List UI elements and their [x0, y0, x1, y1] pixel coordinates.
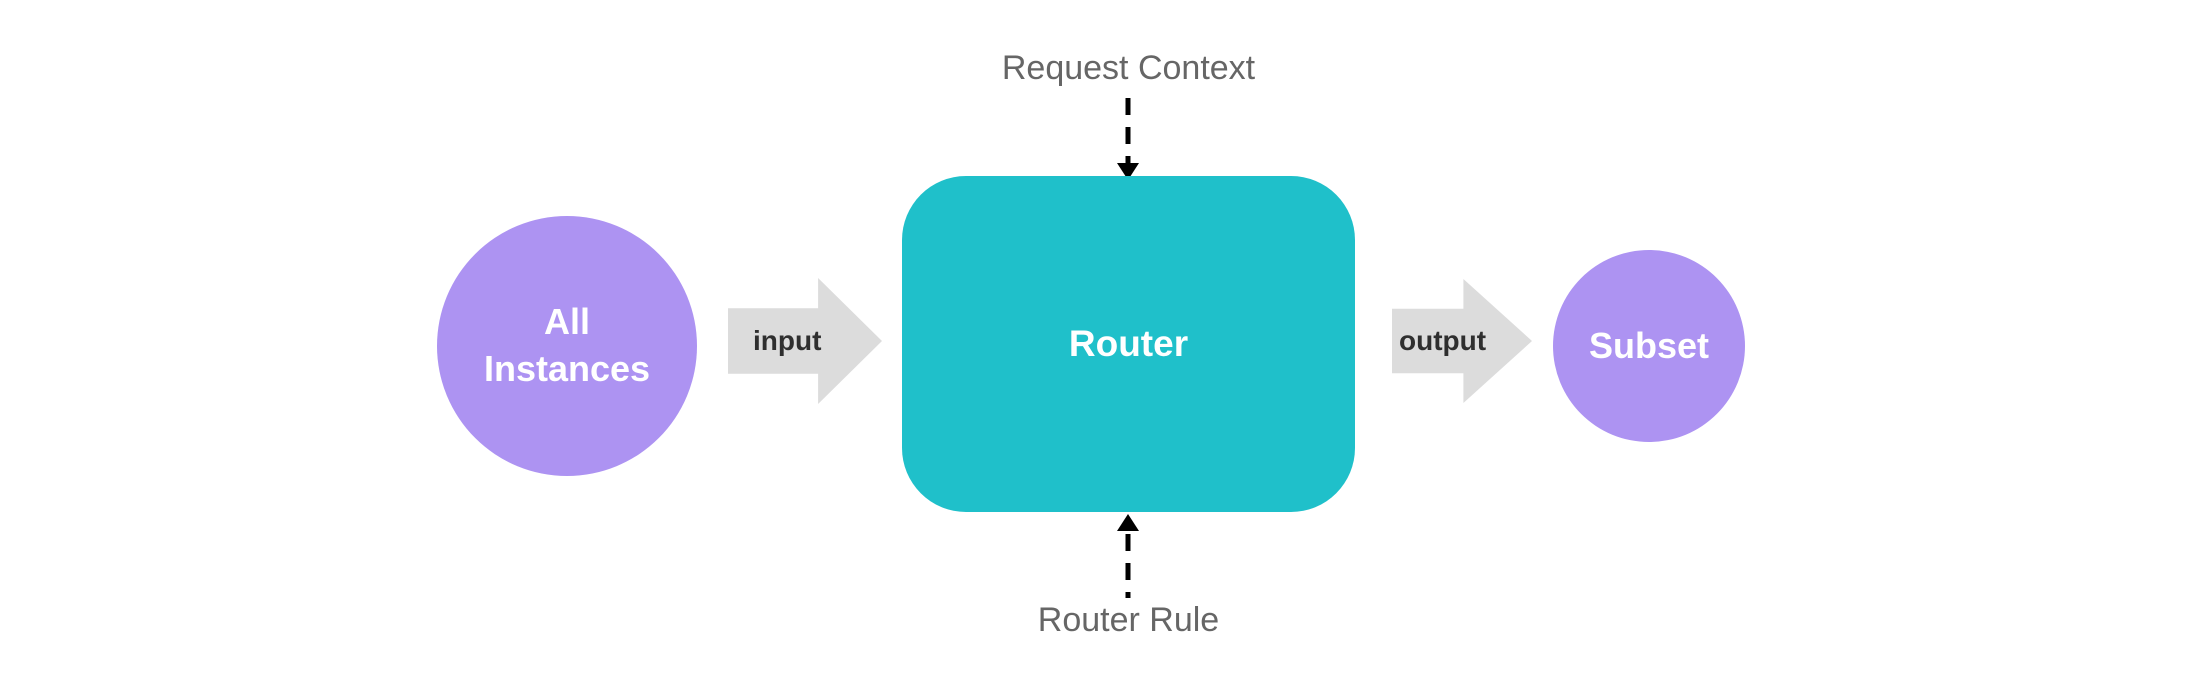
node-router: Router [902, 176, 1355, 512]
node-all-instances-label: All Instances [483, 301, 651, 389]
request-context-connector [1106, 98, 1150, 182]
node-subset: Subset [1553, 250, 1745, 442]
dashed-arrow-down-icon [1117, 98, 1139, 180]
dashed-arrow-up-icon [1117, 514, 1139, 598]
output-arrow: output [1392, 279, 1532, 403]
node-all-instances: All Instances [437, 216, 697, 476]
output-arrow-label: output [1399, 325, 1487, 356]
router-rule-connector [1106, 514, 1150, 598]
request-context-label: Request Context [1001, 49, 1256, 87]
node-router-label: Router [1068, 323, 1189, 364]
input-arrow-label: input [753, 325, 822, 356]
node-subset-label: Subset [1588, 325, 1710, 366]
input-arrow: input [728, 278, 882, 404]
router-rule-label: Router Rule [1037, 601, 1220, 639]
